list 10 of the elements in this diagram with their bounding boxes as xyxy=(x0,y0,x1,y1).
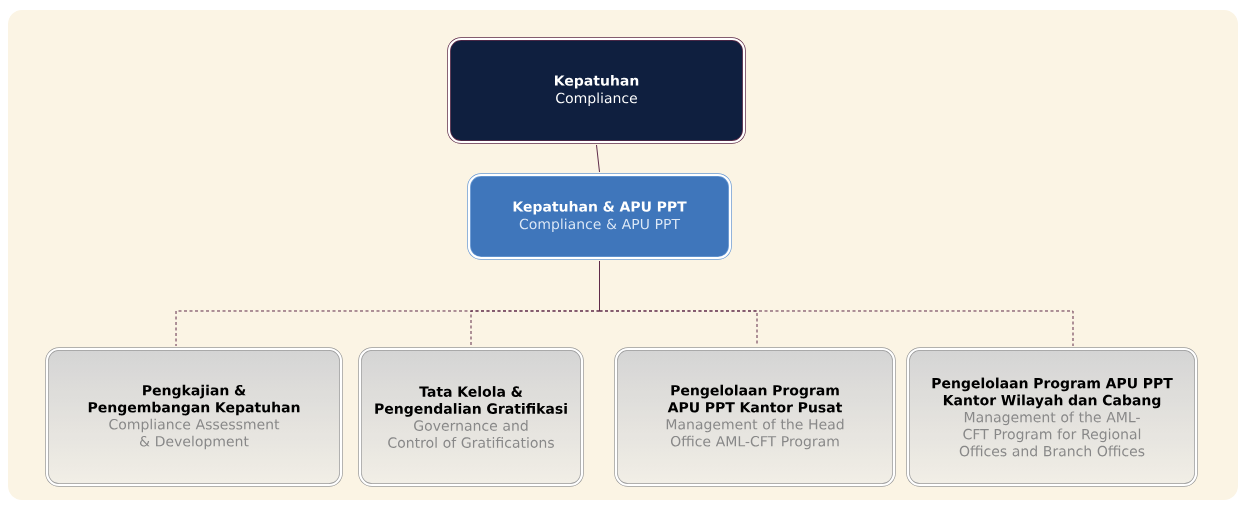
org-box: Pengkajian & Pengembangan Kepatuhan Compliance Assessment & Development xyxy=(45,347,343,487)
org-box: Kepatuhan & APU PPT Compliance & APU PPT xyxy=(467,173,732,260)
connector-line xyxy=(599,260,600,312)
org-box: Tata Kelola & Pengendalian Gratifikasi Governance and Control of Gratifications xyxy=(358,347,584,487)
connector-line xyxy=(470,310,600,347)
org-box: Pengelolaan Program APU PPT Kantor Pusat Management of the Head Office AML-CFT Program xyxy=(614,347,896,487)
org-box: Kepatuhan Compliance xyxy=(447,37,746,144)
connector-line xyxy=(599,310,1074,347)
connector-line xyxy=(596,144,600,173)
org-box: Pengelolaan Program APU PPT Kantor Wilayah dan Cabang Management of the AML-CFT Program for Regional Offices and Branch Offices xyxy=(906,347,1198,487)
